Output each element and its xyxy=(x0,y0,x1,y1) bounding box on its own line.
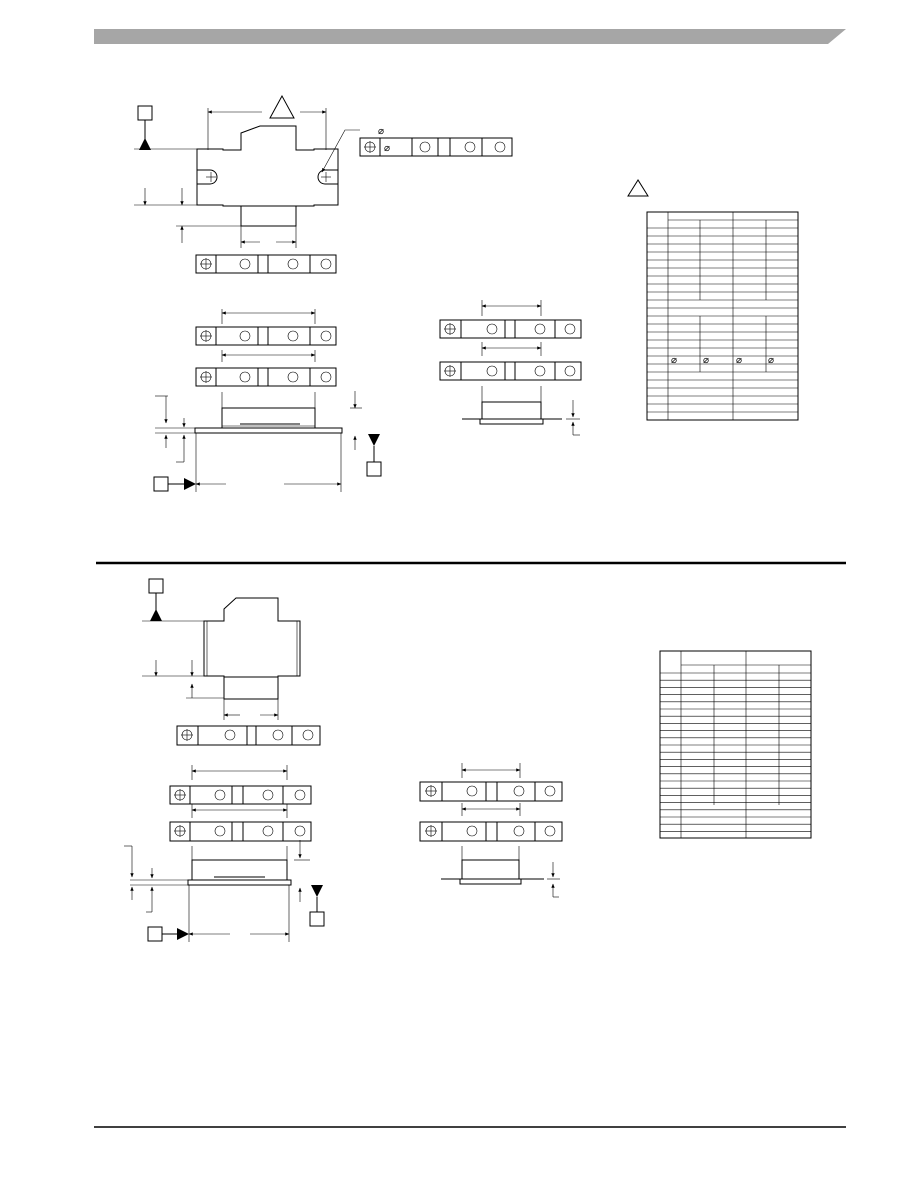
side-view-small xyxy=(462,386,580,436)
note-triangle xyxy=(269,94,295,119)
tolerance-frame-10 xyxy=(419,781,563,802)
tolerance-frame-3 xyxy=(195,326,337,346)
tolerance-frame-7 xyxy=(176,725,321,746)
tolerance-frame-5 xyxy=(439,319,582,339)
table-note-triangle xyxy=(627,179,649,197)
side-view-2 xyxy=(124,840,325,942)
svg-text:⌀: ⌀ xyxy=(378,126,384,137)
bottom-drawing xyxy=(124,578,812,942)
svg-text:⌀: ⌀ xyxy=(768,355,774,366)
top-drawing: ⌀ ⌀ xyxy=(134,94,799,492)
dimension-table-bottom xyxy=(659,650,812,839)
tolerance-frame-9 xyxy=(169,821,312,842)
tolerance-frame-4 xyxy=(195,367,337,387)
svg-text:⌀: ⌀ xyxy=(736,355,742,366)
dimension-table-top: ⌀ ⌀ ⌀ ⌀ xyxy=(646,211,799,421)
side-view-small-2 xyxy=(441,846,560,898)
tolerance-frame-8 xyxy=(169,785,312,805)
package-top-view-2 xyxy=(203,597,301,678)
datum-box-top xyxy=(137,105,153,121)
package-top-view xyxy=(196,125,339,207)
tolerance-frame-11 xyxy=(419,821,563,842)
tolerance-frame-2 xyxy=(195,254,337,274)
header-bar xyxy=(94,29,846,44)
side-view xyxy=(153,391,382,492)
datum-box-bottom xyxy=(148,578,164,594)
svg-text:⌀: ⌀ xyxy=(703,355,709,366)
tolerance-frame-1: ⌀ ⌀ xyxy=(359,126,513,157)
svg-text:⌀: ⌀ xyxy=(671,355,677,366)
diameter-symbol: ⌀ xyxy=(384,143,390,154)
tolerance-frame-6 xyxy=(439,361,582,381)
